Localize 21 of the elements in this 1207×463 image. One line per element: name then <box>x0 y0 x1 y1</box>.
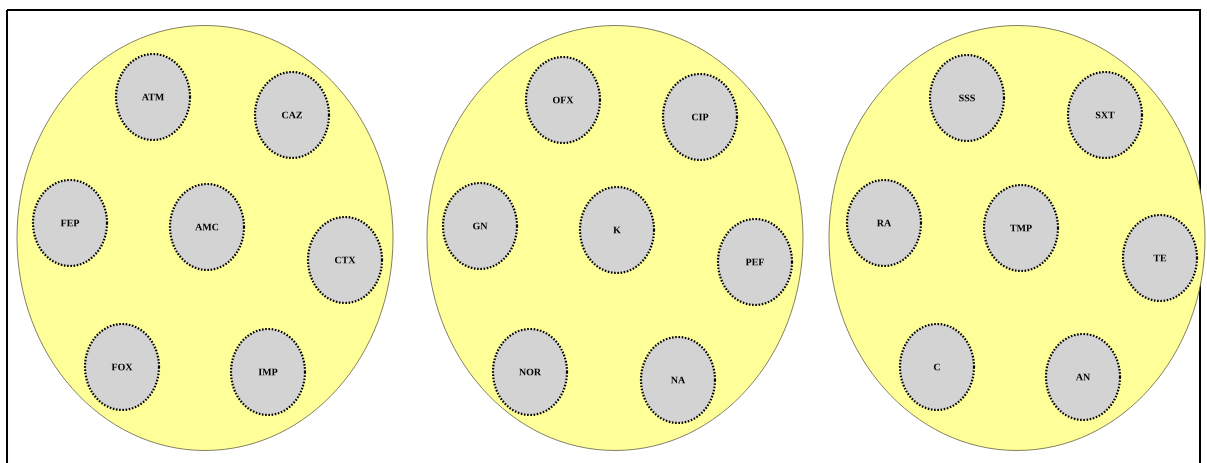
antibiotic-disc: SXT <box>1066 70 1144 160</box>
antibiotic-disc: FEP <box>31 178 109 268</box>
antibiotic-disc: NOR <box>491 327 569 417</box>
antibiotic-disc: C <box>898 322 976 412</box>
antibiotic-disc: OFX <box>524 55 602 145</box>
antibiotic-disc: ATM <box>114 52 192 142</box>
antibiotic-disc: NA <box>639 335 717 425</box>
antibiotic-disc: TE <box>1121 213 1199 303</box>
antibiotic-disc: PEF <box>716 217 794 307</box>
antibiotic-disc: CAZ <box>253 70 331 160</box>
antibiotic-disc: TMP <box>982 183 1060 273</box>
antibiotic-disc: IMP <box>229 327 307 417</box>
antibiotic-disc: AN <box>1044 332 1122 422</box>
antibiotic-disc: K <box>578 185 656 275</box>
antibiotic-disc: RA <box>845 178 923 268</box>
antibiotic-disc: GN <box>441 181 519 271</box>
antibiotic-disc: SSS <box>928 53 1006 143</box>
antibiotic-disc: CTX <box>306 215 384 305</box>
antibiotic-disc: AMC <box>168 182 246 272</box>
antibiotic-disc: FOX <box>83 322 161 412</box>
antibiotic-disc: CIP <box>661 72 739 162</box>
